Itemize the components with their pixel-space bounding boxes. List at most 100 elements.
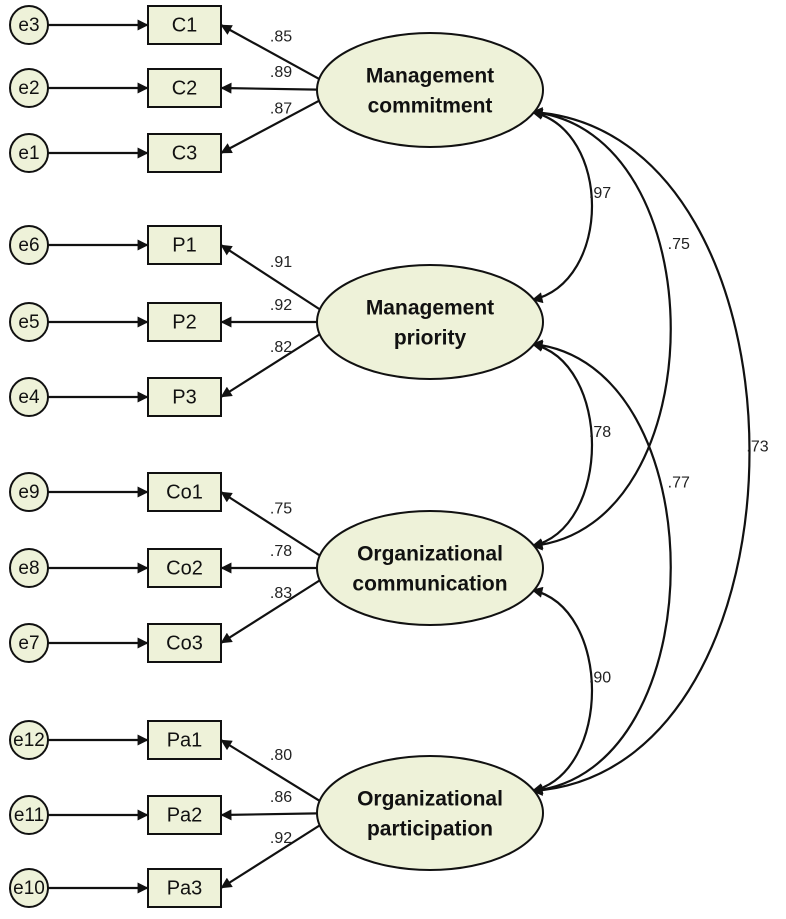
error-circle [9, 377, 49, 417]
error-circle [9, 472, 49, 512]
loading-path [220, 82, 326, 94]
loading-value: .82 [270, 339, 292, 356]
correlation-value: .78 [589, 424, 611, 441]
correlation-value: .73 [746, 439, 768, 456]
latent-ellipse [316, 755, 544, 871]
indicator-box [147, 225, 222, 265]
latent-mc: Management commitment [316, 32, 544, 148]
indicator-label: Pa1 [167, 729, 203, 751]
correlation-path [531, 586, 593, 795]
indicator-label: Co3 [166, 632, 203, 654]
indicator-label: C2 [172, 77, 198, 99]
latent-oc: Organizational communication [316, 510, 544, 626]
latent-label: commitment [368, 95, 493, 118]
loading-value: .75 [270, 500, 292, 517]
loading-path [220, 576, 326, 644]
indicator-co3: e7 Co3 [9, 623, 222, 663]
error-circle [9, 133, 49, 173]
error-circle [9, 302, 49, 342]
latent-label: priority [394, 327, 467, 350]
loading-value: .91 [270, 254, 292, 271]
indicator-box [147, 302, 222, 342]
indicator-p1: e6 P1 [9, 225, 222, 265]
indicator-box [147, 472, 222, 512]
loading-path [220, 24, 326, 84]
correlation-value: .75 [668, 236, 690, 253]
loading-path [220, 491, 326, 560]
loading-value: .87 [270, 100, 292, 117]
error-label: e5 [18, 312, 39, 333]
error-label: e3 [18, 15, 39, 36]
loading-value: .92 [270, 297, 292, 314]
indicator-c2: e2 C2 [9, 68, 222, 108]
indicator-p3: e4 P3 [9, 377, 222, 417]
indicator-box [147, 795, 222, 835]
latent-label: Organizational [357, 543, 503, 566]
indicator-box [147, 548, 222, 588]
error-label: e4 [18, 387, 40, 408]
latent-label: participation [367, 818, 493, 841]
indicator-box [147, 377, 222, 417]
indicator-label: Co2 [166, 557, 203, 579]
indicator-label: C1 [172, 14, 198, 36]
indicator-label: Pa2 [167, 804, 203, 826]
error-label: e6 [18, 235, 39, 256]
indicator-box [147, 868, 222, 908]
error-circle [9, 623, 49, 663]
indicator-label: P1 [172, 234, 196, 256]
error-label: e2 [18, 78, 39, 99]
nodes-layer: ManagementcommitmentManagementpriorityOr… [9, 5, 544, 908]
correlation-value: .77 [668, 475, 690, 492]
correlation-value: .97 [589, 185, 611, 202]
latent-ellipse [316, 32, 544, 148]
indicator-p2: e5 P2 [9, 302, 222, 342]
error-label: e12 [13, 730, 45, 751]
error-label: e11 [14, 805, 44, 826]
loading-value: .89 [270, 64, 292, 81]
indicator-pa2: e11 Pa2 [9, 795, 222, 835]
loading-value: .86 [270, 789, 292, 806]
indicator-box [147, 720, 222, 760]
latent-label: Management [366, 65, 494, 88]
correlation-path [531, 108, 594, 304]
indicator-box [147, 5, 222, 45]
indicator-pa1: e12 Pa1 [9, 720, 222, 760]
loading-path [220, 244, 326, 314]
error-circle [9, 225, 49, 265]
error-label: e1 [18, 143, 39, 164]
loading-path [220, 821, 326, 889]
error-label: e7 [18, 633, 39, 654]
labels-layer: .85.89.87.91.92.82.75.78.83.80.86.92.97.… [270, 29, 769, 847]
loading-path [220, 96, 326, 154]
indicator-co2: e8 Co2 [9, 548, 222, 588]
loading-value: .92 [270, 830, 292, 847]
loading-value: .83 [270, 585, 292, 602]
correlation-value: .90 [589, 670, 611, 687]
loading-value: .85 [270, 29, 292, 46]
latent-label: communication [352, 573, 507, 596]
loading-path [220, 330, 326, 398]
error-circle [9, 795, 49, 835]
indicator-label: P2 [172, 311, 196, 333]
error-label: e8 [18, 558, 39, 579]
correlation-path [531, 107, 672, 551]
indicator-label: Pa3 [167, 877, 203, 899]
indicator-label: Co1 [166, 481, 203, 503]
paths-layer [48, 19, 751, 894]
indicator-pa3: e10 Pa3 [9, 868, 222, 908]
latent-ellipse [316, 264, 544, 380]
indicator-c1: e3 C1 [9, 5, 222, 45]
indicator-box [147, 133, 222, 173]
indicator-label: P3 [172, 386, 196, 408]
loading-path [220, 739, 326, 806]
error-label: e10 [13, 878, 45, 899]
loading-path [220, 809, 326, 821]
error-circle [9, 720, 49, 760]
correlation-path [531, 339, 672, 796]
correlation-path [531, 340, 593, 550]
latent-ellipse [316, 510, 544, 626]
latent-label: Management [366, 297, 494, 320]
